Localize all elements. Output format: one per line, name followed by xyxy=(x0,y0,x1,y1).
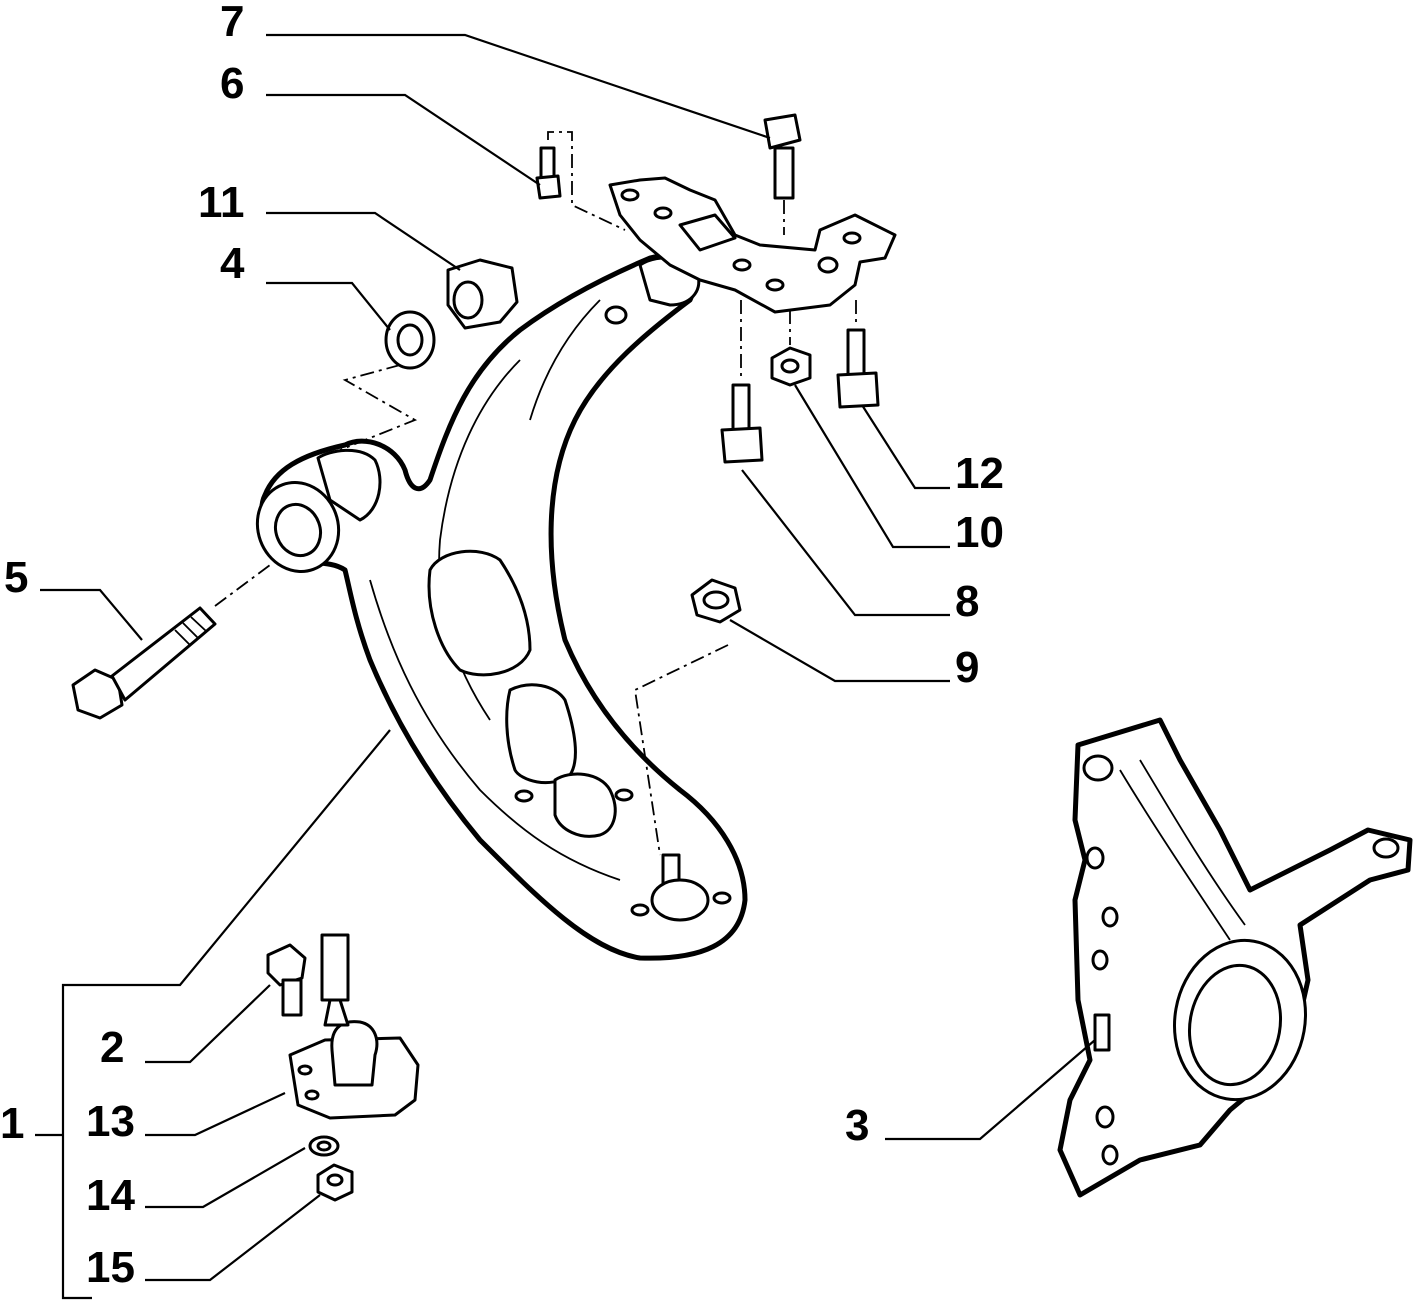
callout-10: 10 xyxy=(955,508,1004,557)
callout-numbers: 7 6 11 4 5 1 2 13 14 15 3 12 10 8 9 xyxy=(0,0,1004,1292)
washer-axis-line xyxy=(339,364,418,451)
bolt-8 xyxy=(720,300,764,464)
callout-14: 14 xyxy=(86,1171,135,1220)
leader-lines xyxy=(35,33,1096,1300)
nut-9 xyxy=(634,578,742,856)
callout-3: 3 xyxy=(845,1101,869,1150)
washer-4 xyxy=(384,310,436,370)
bolt-12 xyxy=(836,300,880,409)
rear-mounting-bracket xyxy=(608,176,897,314)
callout-8: 8 xyxy=(955,577,979,626)
callout-13: 13 xyxy=(86,1097,135,1146)
callout-7: 7 xyxy=(220,0,244,46)
bolt-2 xyxy=(266,943,307,1017)
callout-9: 9 xyxy=(955,643,979,692)
bolt-5 xyxy=(71,564,271,720)
callout-4: 4 xyxy=(220,239,245,288)
callout-15: 15 xyxy=(86,1243,135,1292)
steering-knuckle xyxy=(1057,717,1413,1198)
callout-1: 1 xyxy=(0,1099,24,1148)
callout-11: 11 xyxy=(198,178,245,227)
callout-12: 12 xyxy=(955,449,1004,498)
callout-5: 5 xyxy=(4,553,28,602)
bolt-6 xyxy=(535,131,626,231)
ball-joint-13 xyxy=(288,933,420,1120)
callout-2: 2 xyxy=(100,1023,124,1072)
nut-10 xyxy=(770,310,812,387)
nut-11 xyxy=(446,258,519,330)
control-arm xyxy=(255,253,748,961)
bolt-7 xyxy=(763,113,802,235)
callout-6: 6 xyxy=(220,59,244,108)
washer-14 xyxy=(308,1135,340,1157)
nut-15 xyxy=(316,1163,354,1202)
